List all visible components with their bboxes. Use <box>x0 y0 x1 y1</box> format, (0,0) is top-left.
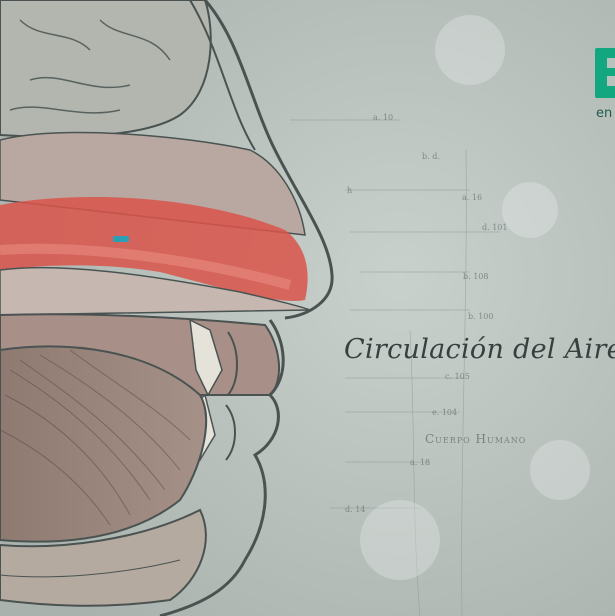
tongue <box>0 345 208 543</box>
faint-label: a. 16 <box>462 193 483 202</box>
nasal-floor <box>0 266 311 316</box>
subtitle: Cuerpo Humano <box>425 432 527 446</box>
upper-tooth <box>189 318 223 397</box>
faint-label: b. d. <box>422 152 440 161</box>
faint-label: d. 14 <box>345 505 366 514</box>
upper-lip <box>227 331 238 396</box>
main-title: Circulación del Aire <box>344 334 615 365</box>
faint-label: a. 18 <box>410 458 431 467</box>
faint-label: a. 10 <box>373 113 394 122</box>
paper-blotches <box>360 15 590 580</box>
upper-nasal-cavity <box>0 131 306 236</box>
air-particle-marker <box>113 236 129 242</box>
faint-label: h <box>347 186 353 195</box>
guide-lines <box>290 119 500 616</box>
logo-mark-icon <box>595 48 615 98</box>
lower-lip <box>225 404 236 461</box>
faint-label: b. 108 <box>463 272 489 281</box>
face-profile <box>159 319 285 616</box>
faint-label: c. 105 <box>445 372 470 381</box>
brand-logo: en <box>595 48 615 128</box>
faint-label: d. 101 <box>482 223 508 232</box>
jaw-bone <box>0 508 207 607</box>
brain-region <box>0 0 212 138</box>
faint-label: e. 104 <box>432 408 458 417</box>
tongue-muscle-fibers <box>0 349 191 526</box>
faint-label: b. 100 <box>468 312 494 321</box>
logo-text: en <box>596 106 613 121</box>
nose-outline <box>203 0 334 320</box>
